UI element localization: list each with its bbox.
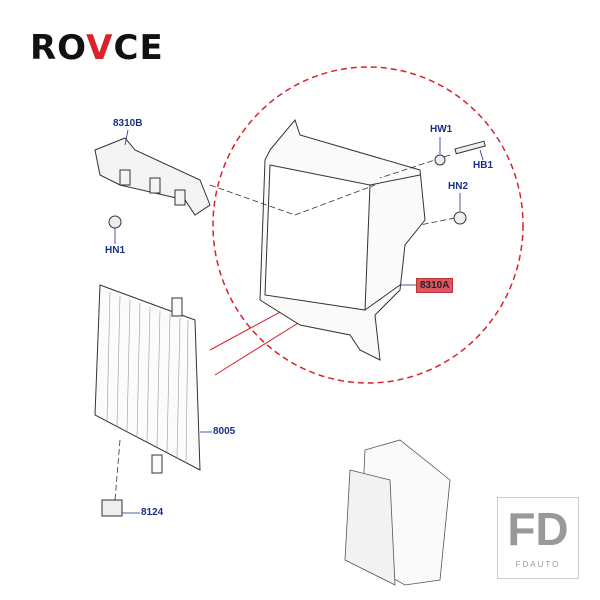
washer-hw1: [434, 154, 446, 166]
brand-logo: ROVCE: [30, 28, 164, 68]
shroud-8310A: [259, 118, 426, 361]
label-hn1: HN1: [105, 245, 126, 256]
label-hb1: HB1: [473, 160, 494, 171]
bracket-8310B: [94, 137, 211, 216]
label-8310B: 8310B: [113, 118, 143, 129]
label-8310A: 8310A: [416, 278, 454, 293]
label-8124: 8124: [141, 507, 164, 518]
detail-circle: [212, 66, 524, 384]
label-8005: 8005: [213, 426, 236, 437]
mount-8124: [101, 499, 123, 517]
label-hn2: HN2: [448, 181, 469, 192]
watermark: FD FDAUTO: [497, 497, 579, 579]
watermark-main: FD: [507, 503, 569, 555]
assembly-thumbnail: [344, 439, 451, 586]
nut-hn2: [453, 211, 467, 225]
watermark-sub: FDAUTO: [515, 560, 561, 569]
nut-hn1: [108, 215, 122, 229]
bolt-hb1: [454, 140, 486, 155]
radiator-8005: [94, 284, 201, 474]
label-hw1: HW1: [430, 124, 453, 135]
